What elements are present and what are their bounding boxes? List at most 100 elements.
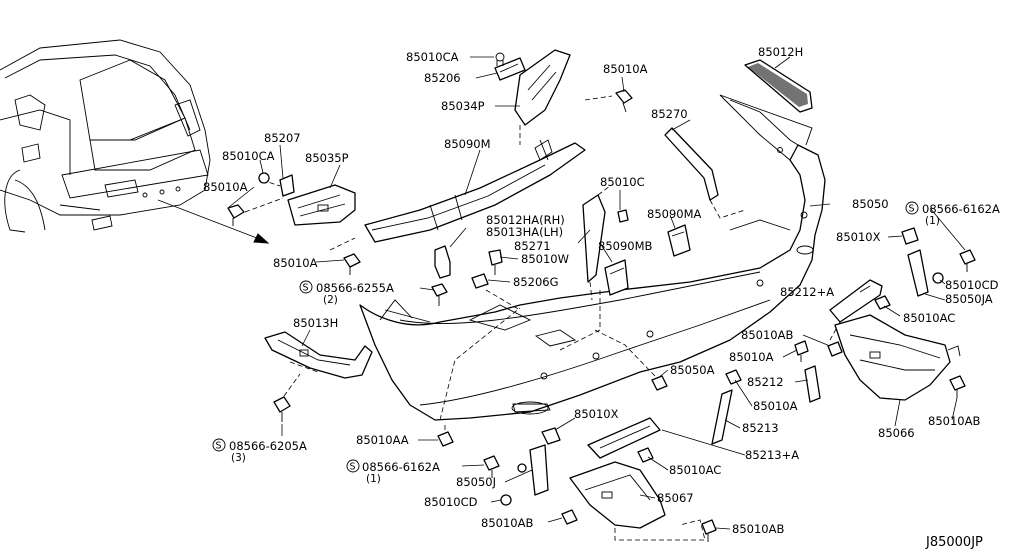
label-85010A-m3: 85010A <box>753 399 798 413</box>
label-85090M: 85090M <box>444 137 491 151</box>
clip-85010CD-bottom <box>500 494 512 506</box>
svg-text:(1): (1) <box>366 473 381 485</box>
bracket-85050JA <box>907 249 944 297</box>
label-85013H: 85013H <box>293 316 338 330</box>
label-85010AC-right: 85010AC <box>903 311 955 325</box>
svg-text:08566-6162A: 08566-6162A <box>362 460 440 474</box>
side-bracket-85035P <box>244 174 356 251</box>
label-85067: 85067 <box>657 491 694 505</box>
label-85010AB-mid: 85010AB <box>741 328 793 342</box>
label-85010CD-bottom: 85010CD <box>424 495 478 509</box>
lower-bracket-85013H <box>264 331 373 379</box>
label-85012HA: 85012HA(RH) <box>486 213 565 227</box>
bumper-fascia-85050 <box>359 94 826 421</box>
label-85213A: 85213+A <box>745 448 799 462</box>
screw-85010A-mid <box>343 253 361 275</box>
splash-guard-85066 <box>834 314 961 401</box>
label-85206: 85206 <box>424 71 461 85</box>
splash-guard-85067 <box>569 461 666 529</box>
label-85010C: 85010C <box>600 175 645 189</box>
label-85035P: 85035P <box>305 151 349 165</box>
label-85010X-right: 85010X <box>836 230 881 244</box>
label-85050: 85050 <box>852 197 889 211</box>
label-85010A-mid: 85010A <box>273 256 318 270</box>
label-85206G: 85206G <box>513 275 559 289</box>
screw-85010AC-right <box>874 295 891 310</box>
pad-85090MB <box>604 259 629 296</box>
label-85034P: 85034P <box>441 99 485 113</box>
label-85050A: 85050A <box>670 363 715 377</box>
label-85010AB-bottom-1: 85010AB <box>481 516 533 530</box>
label-08566-6162A-bottom: S 08566-6162A (1) <box>346 459 440 485</box>
label-85012H: 85012H <box>758 45 803 59</box>
screw-85010AC-bottom <box>637 447 654 463</box>
fastener-85010X-right <box>901 227 919 245</box>
screw-85050A <box>594 329 668 391</box>
reinforcement-beam-85090M <box>364 139 586 243</box>
label-85010A-m2: 85010A <box>729 350 774 364</box>
bracket-85012HA <box>434 227 467 279</box>
label-85212A: 85212+A <box>780 285 834 299</box>
part-labels: 85010CA 85206 85034P 85010A 85012H 85270… <box>203 45 1000 550</box>
svg-text:S: S <box>303 283 309 294</box>
label-85010AC-bottom: 85010AC <box>669 463 721 477</box>
screw-85010A-left <box>227 204 245 226</box>
label-85050JA: 85050JA <box>945 292 993 306</box>
label-85010AB-right: 85010AB <box>928 414 980 428</box>
label-85270: 85270 <box>651 107 688 121</box>
absorber-strip-85012H <box>744 59 813 113</box>
side-stay-85270 <box>664 127 746 219</box>
label-85010CD-right: 85010CD <box>945 278 999 292</box>
label-85212: 85212 <box>747 375 784 389</box>
svg-text:S: S <box>909 204 915 215</box>
svg-text:(1): (1) <box>925 215 940 227</box>
label-85010W: 85010W <box>521 252 569 266</box>
stay-85213 <box>711 389 733 445</box>
upper-bracket-85034P <box>494 49 571 145</box>
label-85010X-bottom: 85010X <box>574 407 619 421</box>
svg-text:S: S <box>350 462 356 473</box>
screw-08566-6255A <box>431 283 448 306</box>
vehicle-rear-view-illustration <box>0 39 211 233</box>
label-08566-6205A: S 08566-6205A (3) <box>212 438 307 464</box>
pad-85090MA <box>667 224 691 257</box>
screw-08566-6162A-bottom <box>483 455 500 478</box>
label-08566-6255A: S 08566-6255A (2) <box>299 280 394 306</box>
label-85010CA-left: 85010CA <box>222 149 275 163</box>
screw-08566-6162A-right <box>959 249 976 272</box>
screw-08566-6205A <box>273 373 301 422</box>
diagram-code: J85000JP <box>925 535 983 550</box>
label-85213: 85213 <box>742 421 779 435</box>
label-85090MB: 85090MB <box>598 239 653 253</box>
svg-text:08566-6255A: 08566-6255A <box>316 281 394 295</box>
leader-lines <box>228 56 966 530</box>
screw-85010AB-right <box>949 375 966 398</box>
svg-text:08566-6162A: 08566-6162A <box>922 202 1000 216</box>
label-85207: 85207 <box>264 131 301 145</box>
label-85271: 85271 <box>514 239 551 253</box>
bracket-85050J <box>517 444 549 496</box>
grommet-85206G <box>471 273 521 311</box>
svg-text:S: S <box>216 441 222 452</box>
svg-text:08566-6205A: 08566-6205A <box>229 439 307 453</box>
label-85090MA: 85090MA <box>647 207 702 221</box>
direction-arrow <box>157 199 270 244</box>
screw-85010AB-bottom-2 <box>701 519 717 542</box>
label-85010CA-top: 85010CA <box>406 50 459 64</box>
label-85050J: 85050J <box>456 475 496 489</box>
fastener-85010X-bottom <box>541 427 561 445</box>
svg-text:(2): (2) <box>323 294 338 306</box>
screw-85010A-m3 <box>725 369 742 385</box>
bracket-85212 <box>804 365 821 403</box>
label-85010A-top: 85010A <box>603 62 648 76</box>
screw-85010AB-mid <box>827 341 843 357</box>
bracket-85213A <box>587 417 661 459</box>
clip-85010CA-left <box>258 172 270 184</box>
screw-85010A-top <box>584 89 633 113</box>
label-85010A-left: 85010A <box>203 180 248 194</box>
label-85010AA: 85010AA <box>356 433 409 447</box>
screw-85010AB-bottom-1 <box>561 509 578 525</box>
clip-85010C <box>617 209 629 223</box>
label-85013HA: 85013HA(LH) <box>486 225 563 239</box>
